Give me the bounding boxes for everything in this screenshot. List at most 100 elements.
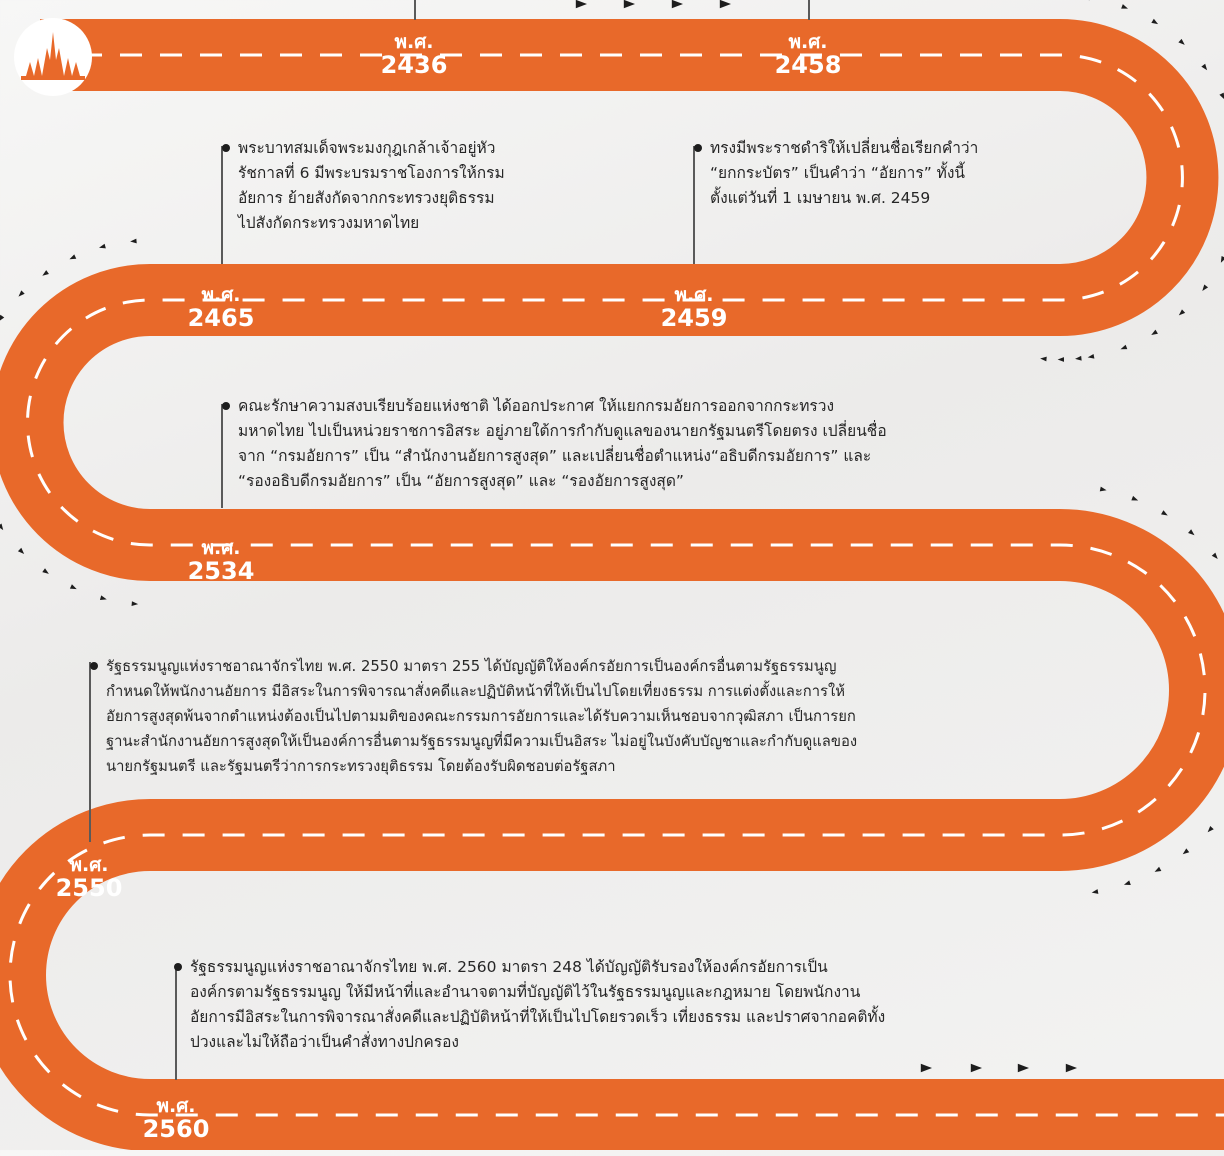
arrow-icon [0, 523, 4, 531]
event-line: อัยการสูงสุดพ้นจากตำแหน่งต้องเป็นไปตามมต… [106, 708, 856, 725]
era-label: พ.ศ. [156, 1095, 196, 1118]
arrow-icon [623, 0, 635, 9]
event-line: อัยการมีอิสระในการพิจารณาสั่งคดีและปฏิบั… [190, 1008, 886, 1026]
arrow-icon [1151, 329, 1158, 336]
arrow-icon [1057, 357, 1065, 362]
stem-2560 [175, 964, 177, 1080]
event-line: ไปสังกัดกระทรวงมหาดไทย [238, 214, 420, 232]
arrow-icon [920, 1063, 932, 1073]
event-line: มหาดไทย ไปเป็นหน่วยราชการอิสระ อยู่ภายใต… [238, 422, 887, 440]
arrow-icon [0, 314, 5, 322]
arrow-icon [1151, 18, 1159, 25]
arrow-icon [1219, 92, 1224, 100]
event-line: ฐานะสำนักงานอัยการสูงสุดให้เป็นองค์การอื… [106, 733, 858, 750]
milestone-2459: พ.ศ. 2459 [635, 273, 753, 345]
bullet-dot [222, 144, 230, 152]
arrow-icon [719, 0, 731, 9]
arrow-icon [1188, 529, 1195, 536]
event-line: พระบาทสมเด็จพระมงกุฎเกล้าเจ้าอยู่หัว [238, 139, 496, 157]
era-label: พ.ศ. [201, 537, 241, 560]
event-line: จาก “กรมอัยการ” เป็น “สำนักงานอัยการสูงส… [238, 447, 872, 465]
milestone-2534: พ.ศ. 2534 [162, 526, 280, 598]
event-line: รัฐธรรมนูญแห่งราชอาณาจักรไทย พ.ศ. 2550 ม… [106, 658, 837, 675]
arrow-icon [1154, 866, 1162, 872]
year-label: 2534 [187, 557, 255, 586]
event-line: “รองอธิบดีกรมอัยการ” เป็น “อัยการสูงสุด”… [238, 472, 684, 490]
event-line: คณะรักษาความสงบเรียบร้อยแห่งชาติ ได้ออกป… [238, 397, 835, 415]
arrow-icon [130, 238, 137, 244]
year-label: 2436 [380, 51, 448, 80]
arrow-icon [575, 0, 587, 9]
arrow-icon [1211, 552, 1218, 560]
era-label: พ.ศ. [201, 284, 241, 307]
arrow-icon [1182, 848, 1190, 855]
arrow-icon [1131, 495, 1139, 501]
arrow-icon [671, 0, 683, 9]
arrow-icon [1123, 880, 1131, 885]
stem-2550 [89, 662, 91, 842]
arrow-icon [970, 1063, 982, 1073]
lane-marking [8, 53, 1224, 1117]
milestone-2550: พ.ศ. 2550 [30, 843, 148, 915]
era-label: พ.ศ. [674, 284, 714, 307]
event-2560: รัฐธรรมนูญแห่งราชอาณาจักรไทย พ.ศ. 2560 ม… [174, 955, 1070, 1055]
event-line: อัยการ ย้ายสังกัดจากกระทรวงยุติธรรม [238, 189, 495, 207]
era-label: พ.ศ. [394, 31, 434, 54]
stem-2458 [808, 0, 810, 20]
arrow-icon [99, 243, 106, 249]
era-label: พ.ศ. [788, 31, 828, 54]
stem-2534 [221, 404, 223, 508]
bullet-dot [222, 402, 230, 410]
event-line: นายกรัฐมนตรี และรัฐมนตรีว่าการกระทรวงยุต… [106, 758, 616, 775]
arrow-icon [69, 584, 77, 590]
arrow-icon [131, 601, 139, 606]
arrow-icon [17, 547, 25, 555]
event-2550: รัฐธรรมนูญแห่งราชอาณาจักรไทย พ.ศ. 2550 ม… [90, 654, 1116, 779]
event-2459: ทรงมีพระราชดำริให้เปลี่ยนชื่อเรียกคำว่า … [694, 136, 1070, 211]
arrow-icon [1161, 510, 1168, 516]
arrow-icon [1121, 4, 1128, 9]
event-2465: พระบาทสมเด็จพระมงกุฎเกล้าเจ้าอยู่หัว รัช… [222, 136, 658, 236]
stem-2459 [693, 146, 695, 264]
arrow-icon [1201, 63, 1208, 71]
event-line: กำหนดให้พนักงานอัยการ มีอิสระในการพิจารณ… [106, 683, 845, 700]
arrow-icon [1207, 825, 1214, 833]
bullet-dot [174, 963, 182, 971]
year-label: 2458 [774, 51, 842, 80]
event-line: “ยกกระบัตร” เป็นคำว่า “อัยการ” ทั้งนี้ [710, 164, 966, 182]
event-line: ทรงมีพระราชดำริให้เปลี่ยนชื่อเรียกคำว่า [710, 139, 979, 157]
year-label: 2550 [55, 874, 123, 903]
event-line: รัชกาลที่ 6 มีพระบรมราชโองการให้กรม [238, 164, 505, 182]
arrow-icon [42, 270, 49, 276]
arrow-icon [69, 254, 77, 260]
arrow-icon [1220, 255, 1224, 263]
arrow-icon [1040, 356, 1047, 362]
event-2534: คณะรักษาความสงบเรียบร้อยแห่งชาติ ได้ออกป… [222, 394, 1098, 494]
stem-2436 [414, 0, 416, 20]
arrow-icon [1088, 0, 1096, 1]
arrow-icon [99, 595, 107, 600]
bullet-dot [90, 662, 98, 670]
event-line: รัฐธรรมนูญแห่งราชอาณาจักรไทย พ.ศ. 2560 ม… [190, 958, 828, 976]
year-label: 2465 [187, 304, 255, 333]
era-label: พ.ศ. [69, 854, 109, 877]
arrow-icon [1091, 889, 1099, 894]
milestone-2458: พ.ศ. 2458 [749, 20, 867, 92]
arrow-icon [1017, 1063, 1029, 1073]
event-line: ตั้งแต่วันที่ 1 เมษายน พ.ศ. 2459 [710, 189, 931, 207]
arrow-icon [1099, 486, 1107, 492]
milestone-2436: พ.ศ. 2436 [355, 20, 473, 92]
arrow-icon [1075, 355, 1082, 361]
milestone-2465: พ.ศ. 2465 [162, 273, 280, 345]
arrow-icon [1087, 353, 1095, 359]
event-line: ปวงและไม่ให้ถือว่าเป็นคำสั่งทางปกครอง [190, 1033, 459, 1051]
milestone-2560: พ.ศ. 2560 [117, 1084, 235, 1156]
bullet-dot [694, 144, 702, 152]
direction-arrows [0, 0, 1224, 1073]
arrow-icon [1065, 1063, 1077, 1073]
arrow-icon [1202, 284, 1209, 292]
year-label: 2459 [660, 304, 728, 333]
year-label: 2560 [142, 1115, 210, 1144]
arrow-icon [1178, 38, 1185, 45]
